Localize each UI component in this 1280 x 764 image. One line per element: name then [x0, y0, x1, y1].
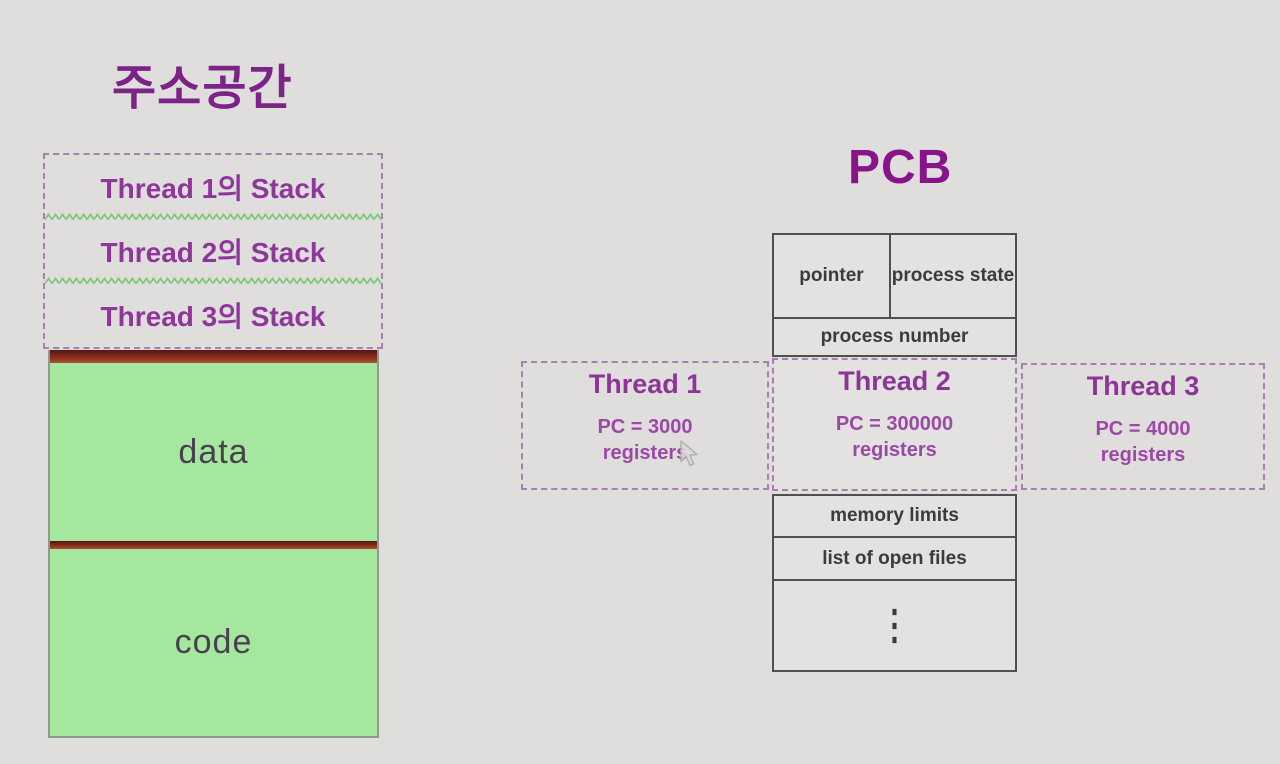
thread2-stack-label: Thread 2의 Stack [100, 237, 326, 268]
thread1-pc-value: PC = 3000 [597, 416, 693, 438]
pcb-table-bottom: memory limits list of open files ⋮ [772, 494, 1017, 672]
vertical-ellipsis: ⋮ [879, 603, 910, 648]
pcb-cell-process-number: process number [820, 326, 969, 348]
thread3-registers-label: registers [1100, 444, 1186, 466]
thread1-registers-label: registers [602, 442, 688, 464]
thread1-pcb-box: Thread 1 PC = 3000 registers [521, 361, 769, 490]
pcb-row-pointer-state: pointer process state [774, 235, 1015, 319]
pcb-table-top: pointer process state process number [772, 233, 1017, 357]
memory-segments-box: data code [48, 350, 379, 738]
pcb-cell-open-files: list of open files [774, 538, 1015, 581]
thread3-pcb-box: Thread 3 PC = 4000 registers [1021, 363, 1265, 490]
thread3-stack-label: Thread 3의 Stack [100, 301, 326, 332]
thread2-pcb-box: Thread 2 PC = 300000 registers [772, 358, 1017, 491]
thread2-name: Thread 2 [838, 366, 951, 396]
segment-divider-bar [50, 541, 377, 549]
pcb-cell-pointer: pointer [774, 235, 891, 317]
thread2-pc-value: PC = 300000 [835, 413, 954, 435]
segment-divider-bar [50, 350, 377, 363]
thread3-name: Thread 3 [1086, 371, 1200, 401]
zigzag-divider [45, 213, 381, 221]
pcb-ellipsis-row: ⋮ [774, 581, 1015, 670]
pcb-cell-memory-limits: memory limits [774, 496, 1015, 538]
thread-stacks-box: Thread 1의 Stack Thread 2의 Stack Thread 3… [43, 153, 383, 349]
data-segment-label: data [178, 432, 249, 471]
code-segment-label: code [174, 623, 253, 661]
pcb-cell-process-state: process state [891, 265, 1015, 287]
thread3-pc-value: PC = 4000 [1095, 418, 1191, 440]
zigzag-divider [45, 277, 381, 285]
thread2-registers-label: registers [852, 439, 937, 461]
mouse-cursor-icon [680, 440, 698, 467]
pcb-title: PCB [848, 141, 953, 194]
address-space-title: 주소공간 [112, 62, 293, 115]
thread1-stack-label: Thread 1의 Stack [100, 173, 326, 204]
thread1-name: Thread 1 [588, 369, 702, 399]
